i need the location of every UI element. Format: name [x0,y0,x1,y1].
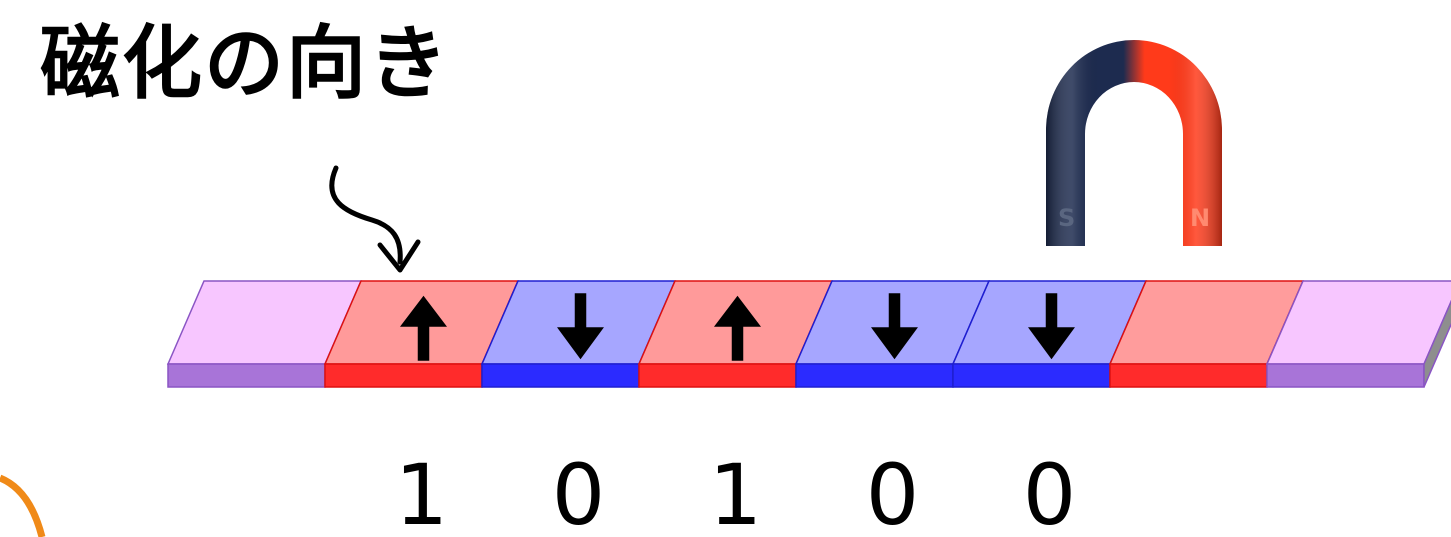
cell-front-face [1266,363,1425,388]
arrow-down-icon [557,293,604,360]
arrow-shaft [888,293,901,333]
arrow-shaft [417,321,430,361]
cell-front-face [638,363,797,388]
arrow-head [557,327,604,360]
magnetic-tape-strip [166,280,1451,388]
magnet-south-label: S [1058,204,1075,232]
arrow-head [1028,327,1075,360]
arrow-head [713,295,762,327]
arrow-up-icon [713,295,762,361]
bit-value-label: 0 [1023,446,1076,537]
arrow-head [871,327,918,360]
arrow-down-icon [1028,293,1075,360]
cell-side-face [1423,299,1451,388]
bit-value-label: 1 [709,446,762,537]
arrow-down-icon [871,293,918,360]
cell-front-face [795,363,954,388]
arrow-shaft [731,321,744,361]
tape-cell-empty [1265,280,1451,388]
bit-value-label: 1 [395,446,448,537]
bit-values-row: 1 0 1 0 0 [395,446,1076,537]
arrow-shaft [574,293,587,333]
corner-arc-decoration [0,474,46,537]
cell-front-face [952,363,1111,388]
cell-front-face [167,363,326,388]
arrow-up-icon [399,295,448,361]
magnet-north-label: N [1190,204,1210,232]
cell-front-face [481,363,640,388]
cell-front-face [324,363,483,388]
pointer-arrow [329,165,421,273]
bit-value-label: 0 [552,446,605,537]
cell-front-face [1109,363,1268,388]
horseshoe-magnet-icon: S N [1046,40,1222,246]
diagram-title: 磁化の向き [40,17,450,110]
arrow-shaft [1045,293,1058,333]
bit-value-label: 0 [866,446,919,537]
arrow-head [399,295,448,327]
